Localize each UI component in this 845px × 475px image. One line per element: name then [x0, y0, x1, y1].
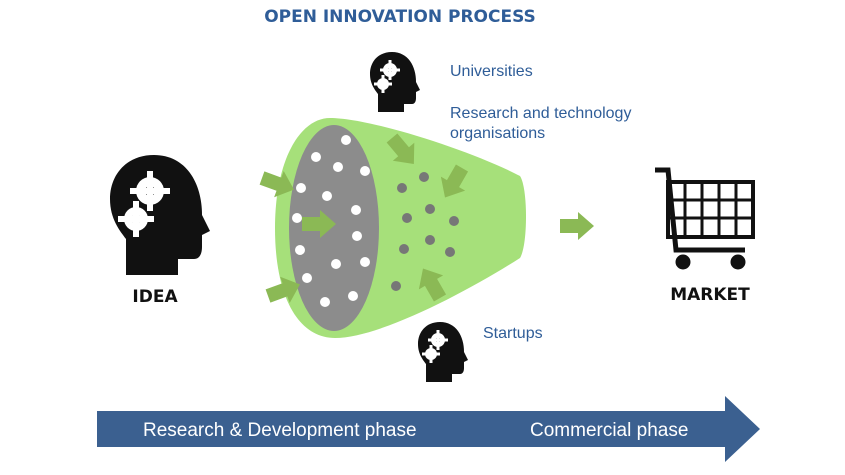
- idea-label: IDEA: [132, 287, 178, 307]
- funnel: [257, 118, 526, 338]
- startups-head-icon: [418, 322, 468, 382]
- commercial-phase-label: Commercial phase: [530, 420, 688, 441]
- startups-label: Startups: [483, 325, 543, 342]
- diagram-title: OPEN INNOVATION PROCESS: [264, 7, 536, 27]
- universities-head-icon: [370, 52, 420, 112]
- rto-label-line1: Research and technology: [450, 105, 631, 122]
- to-market-arrow-icon: [560, 212, 594, 240]
- universities-label: Universities: [450, 63, 533, 80]
- market-label: MARKET: [670, 285, 750, 305]
- shopping-cart-icon: [655, 170, 753, 269]
- idea-head-icon: [110, 155, 210, 275]
- rto-label-line2: organisations: [450, 125, 545, 142]
- rd-phase-label: Research & Development phase: [143, 420, 417, 441]
